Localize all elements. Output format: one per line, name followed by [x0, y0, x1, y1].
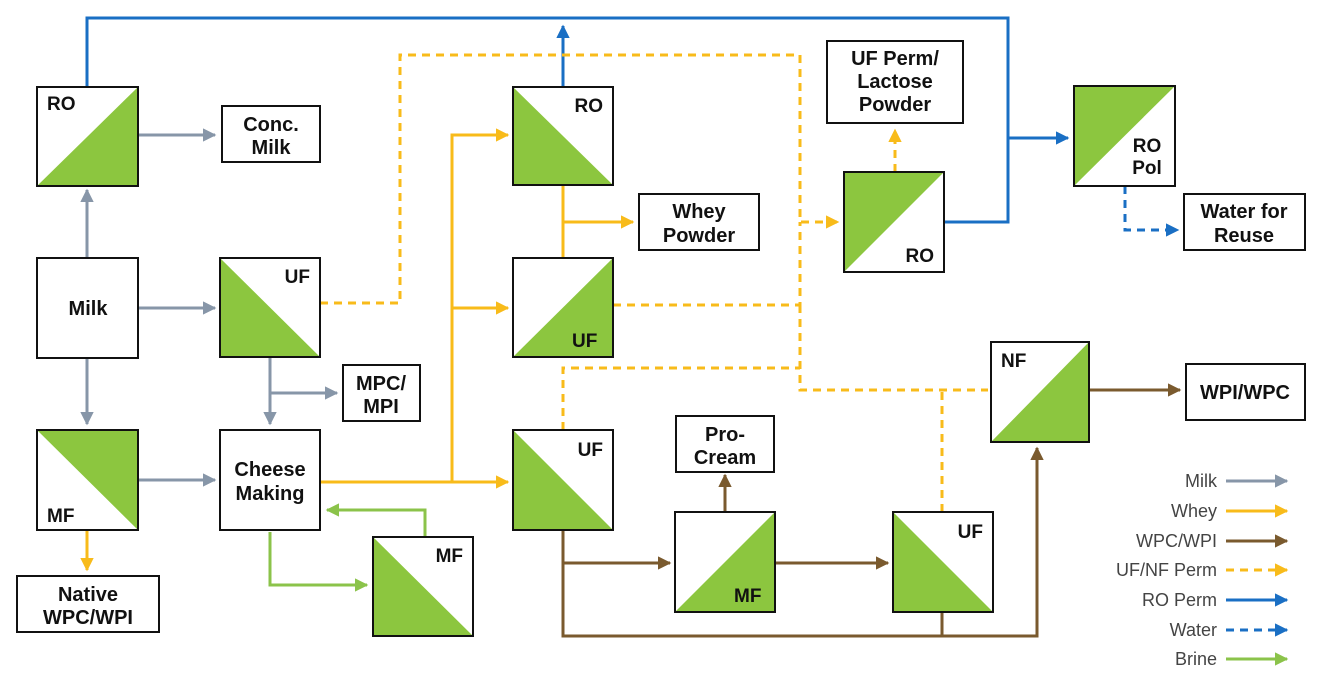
ro-perm-ro-line [944, 138, 1010, 224]
legend-label: UF/NF Perm [1116, 560, 1217, 580]
whey-powder-label: Whey [672, 201, 726, 223]
uf-unit-wpc[interactable]: UF [892, 511, 994, 613]
making-label: Making [236, 483, 305, 505]
legend-label: Whey [1171, 501, 1217, 521]
mpc-label: MPC/ [356, 373, 406, 395]
cheese-making-box[interactable]: Cheese Making [219, 429, 321, 531]
uf-to-mf-wpc-line [561, 530, 672, 570]
lactose-label: UF Perm/ [851, 48, 939, 70]
nf-unit[interactable]: NF [990, 341, 1090, 443]
legend-label: Brine [1175, 649, 1217, 669]
bottom-to-nf-line [561, 446, 1044, 638]
whey-powder-label: Powder [663, 225, 735, 247]
legend-item-ro-perm: RO Perm [1142, 590, 1289, 610]
wpi-wpc-box[interactable]: WPI/WPC [1185, 363, 1306, 421]
uf-unit-cheese[interactable]: UF [512, 429, 614, 531]
ro-pol-unit[interactable]: RO Pol [1073, 85, 1176, 187]
perm-to-nf-line [798, 305, 988, 392]
ro-unit-milk[interactable]: RO [36, 86, 139, 187]
procream-label: Pro- [705, 424, 745, 446]
legend-item-whey: Whey [1171, 501, 1289, 521]
water-for-reuse-box[interactable]: Water for Reuse [1183, 193, 1306, 251]
water-reuse-label: Reuse [1214, 225, 1274, 247]
legend-label: Water [1170, 620, 1217, 640]
unit-label: UF [572, 331, 597, 352]
product-boxes: Milk Conc. Milk MPC/ MPI Cheese Making N… [16, 40, 1306, 633]
milk-label: Milk [69, 298, 109, 320]
water-line [1123, 186, 1180, 237]
unit-label: RO [1133, 136, 1162, 157]
unit-label: MF [436, 546, 463, 567]
unit-label: Pol [1132, 158, 1162, 179]
wpi-wpc-label: WPI/WPC [1200, 382, 1290, 404]
uf-cheese-perm-line [561, 366, 800, 430]
conc-milk-label: Milk [252, 137, 292, 159]
unit-label: NF [1001, 351, 1026, 372]
legend-item-wpc: WPC/WPI [1136, 531, 1289, 551]
whey-riser-line [450, 128, 510, 482]
unit-label: RO [47, 94, 76, 115]
whey-powder-box[interactable]: Whey Powder [638, 193, 760, 251]
mf-brine-return-line [325, 503, 427, 537]
unit-label: UF [958, 522, 983, 543]
legend-label: RO Perm [1142, 590, 1217, 610]
native-label: Native [58, 584, 118, 606]
unit-label: MF [47, 506, 74, 527]
uf-unit-whey[interactable]: UF [512, 257, 614, 358]
uf-perm-milk-line [320, 53, 840, 305]
mf-unit-milk[interactable]: MF [36, 429, 139, 531]
uf-unit-milk[interactable]: UF [219, 257, 321, 358]
mpc-mpi-box[interactable]: MPC/ MPI [342, 364, 421, 422]
unit-label: UF [578, 440, 603, 461]
native-wpc-label: WPC/WPI [43, 607, 133, 629]
legend-item-brine: Brine [1175, 649, 1289, 669]
lactose-label: Powder [859, 94, 931, 116]
native-wpc-box[interactable]: Native WPC/WPI [16, 575, 160, 633]
mpi-label: MPI [363, 396, 399, 418]
flow-lines [80, 16, 1182, 638]
water-reuse-label: Water for [1200, 201, 1287, 223]
lactose-powder-box[interactable]: UF Perm/ Lactose Powder [826, 40, 964, 124]
mf-unit-wpc[interactable]: MF [674, 511, 776, 613]
unit-label: UF [285, 267, 310, 288]
ro-perm-top-line [85, 16, 1070, 145]
cheese-label: Cheese [234, 459, 305, 481]
unit-label: MF [734, 586, 761, 607]
ro-unit-whey[interactable]: RO [512, 86, 614, 186]
unit-label: RO [575, 96, 604, 117]
legend: Milk Whey WPC/WPI UF/NF Perm RO Perm Wat… [1116, 471, 1289, 669]
lactose-label: Lactose [857, 71, 933, 93]
legend-label: Milk [1185, 471, 1218, 491]
legend-label: WPC/WPI [1136, 531, 1217, 551]
ro-unit-perm[interactable]: RO [843, 171, 945, 273]
legend-item-water: Water [1170, 620, 1289, 640]
milk-box[interactable]: Milk [36, 257, 139, 359]
mf-unit-brine[interactable]: MF [372, 536, 474, 637]
pro-cream-box[interactable]: Pro- Cream [675, 415, 775, 473]
conc-milk-label: Conc. [243, 114, 299, 136]
legend-item-milk: Milk [1185, 471, 1289, 491]
conc-milk-box[interactable]: Conc. Milk [221, 105, 321, 163]
cheese-to-mf-brine-line [268, 532, 369, 592]
unit-label: RO [906, 246, 935, 267]
procream-label: Cream [694, 447, 756, 469]
legend-item-uf-nf-perm: UF/NF Perm [1116, 560, 1289, 580]
